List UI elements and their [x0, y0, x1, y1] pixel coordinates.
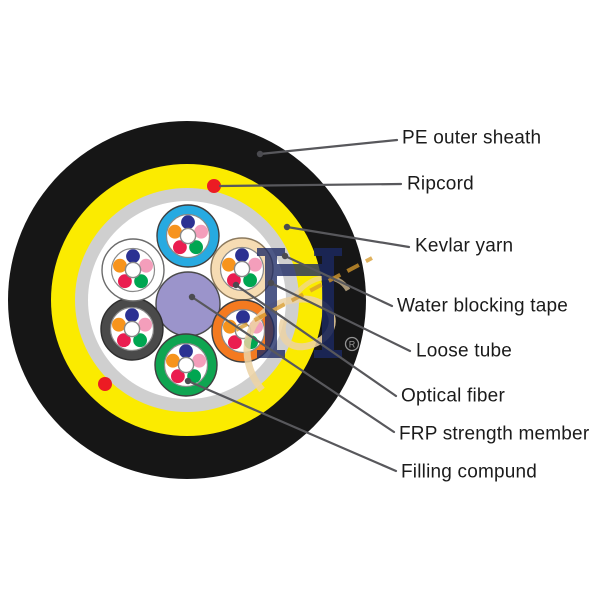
frp-strength-member-rod — [155, 271, 221, 337]
ripcord-dot-bottom — [98, 377, 112, 391]
leader-pe-outer-sheath — [258, 138, 399, 156]
watermark-letter-H — [257, 248, 342, 358]
label-filling-compound: Filling compund — [401, 461, 538, 483]
label-water-blocking-tape: Water blocking tape — [397, 295, 569, 317]
label-kevlar-yarn: Kevlar yarn — [415, 235, 514, 257]
leader-ripcord — [218, 182, 403, 188]
registered-trademark-letter: R — [349, 340, 356, 350]
loose-tube-upper-right — [210, 237, 274, 301]
label-pe-outer-sheath: PE outer sheath — [402, 127, 542, 149]
leader-water-blocking-tape — [283, 254, 394, 308]
ripcord-dot-top — [207, 179, 221, 193]
loose-tube-bottom — [154, 333, 218, 397]
cable-body — [8, 121, 366, 479]
loose-tube-lower-left — [100, 297, 164, 361]
label-optical-fiber: Optical fiber — [401, 385, 505, 407]
leader-loose-tube — [269, 281, 412, 353]
registered-trademark-icon — [344, 336, 360, 352]
leader-lines — [186, 138, 412, 473]
loose-tube-top — [156, 204, 220, 268]
watermark-logo: R — [235, 248, 373, 393]
leader-filling-compound — [186, 379, 398, 473]
leader-anchor-dots — [184, 150, 291, 385]
watermark-gold-dash — [235, 256, 373, 332]
loose-tube-upper-left — [101, 238, 165, 302]
label-frp-strength-member: FRP strength member — [399, 423, 590, 445]
leader-frp-strength-member — [190, 295, 396, 434]
leader-optical-fiber — [234, 283, 398, 398]
label-ripcord: Ripcord — [407, 173, 474, 195]
label-loose-tube: Loose tube — [416, 340, 513, 362]
leader-kevlar-yarn — [285, 225, 411, 249]
